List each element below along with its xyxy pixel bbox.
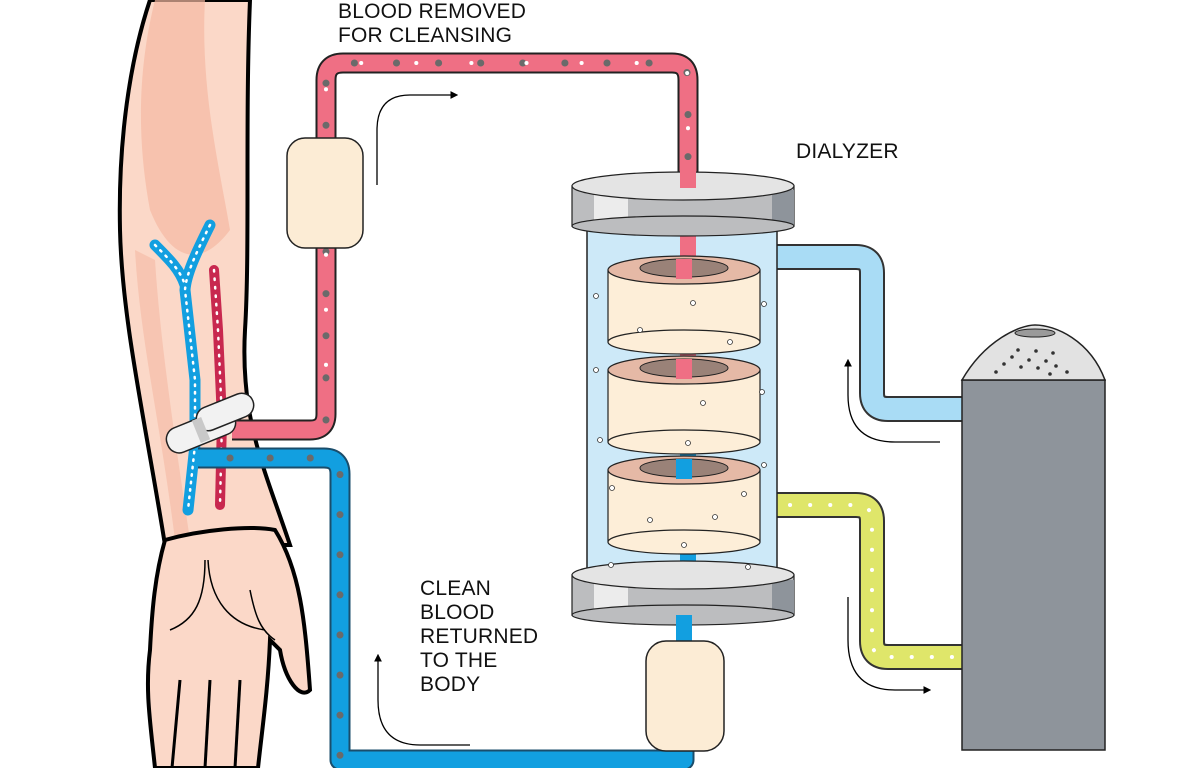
particle xyxy=(593,367,599,373)
particle xyxy=(685,440,691,446)
hand xyxy=(145,526,313,768)
label-blood-removed: BLOOD REMOVED FOR CLEANSING xyxy=(338,0,527,47)
particle xyxy=(597,437,603,443)
arterial-line xyxy=(232,52,699,441)
label-clean-blood-returned: CLEAN BLOOD RETURNED TO THE BODY xyxy=(420,577,539,696)
vein-vessel-dots xyxy=(153,223,212,512)
label-dialyzer: DIALYZER xyxy=(796,140,899,163)
particle xyxy=(593,293,599,299)
particle xyxy=(609,485,615,491)
dialyzer xyxy=(571,160,795,626)
particle xyxy=(741,491,747,497)
arm-shadow-lower xyxy=(135,250,190,540)
filter-stack-1 xyxy=(607,255,761,355)
particle xyxy=(690,300,696,306)
arm-with-hand xyxy=(117,0,313,768)
arrow-dialysate-out xyxy=(847,597,932,694)
pump-chamber-bottom xyxy=(645,615,725,752)
particle xyxy=(761,301,767,307)
pump-chamber-top xyxy=(286,137,364,249)
fresh-dialysate-line xyxy=(776,244,965,422)
bandage xyxy=(165,392,255,454)
particle xyxy=(761,462,767,468)
particle xyxy=(637,327,643,333)
arrow-return-to-body xyxy=(374,653,470,746)
particle xyxy=(727,339,733,345)
flow-arrows xyxy=(374,91,940,746)
particle xyxy=(712,514,718,520)
arrow-dialysate-in xyxy=(844,358,940,443)
used-dialysate-line xyxy=(776,492,965,670)
finger-line-3 xyxy=(233,679,242,768)
filter-stack-3 xyxy=(607,455,761,555)
venous-cells xyxy=(226,454,344,764)
dialyzer-bottom-cap xyxy=(571,560,795,626)
dialyzer-top-cap xyxy=(571,160,795,237)
machine-vent-dots xyxy=(994,348,1069,376)
arm-shadow xyxy=(140,0,230,255)
particle xyxy=(647,517,653,523)
particle xyxy=(608,562,614,568)
particle xyxy=(759,389,765,395)
particle xyxy=(700,400,706,406)
particle xyxy=(745,564,751,570)
palm-crease-2 xyxy=(207,559,266,631)
dialyzer-particles xyxy=(593,293,767,570)
finger-line-2 xyxy=(203,679,212,768)
dialysate-machine xyxy=(960,324,1107,751)
particle xyxy=(681,542,687,548)
finger-line-1 xyxy=(170,679,182,768)
palm-crease-3 xyxy=(249,589,276,641)
arrow-to-dialyzer xyxy=(376,91,459,185)
filter-stack-2 xyxy=(607,355,761,455)
palm-crease-1 xyxy=(169,559,206,631)
